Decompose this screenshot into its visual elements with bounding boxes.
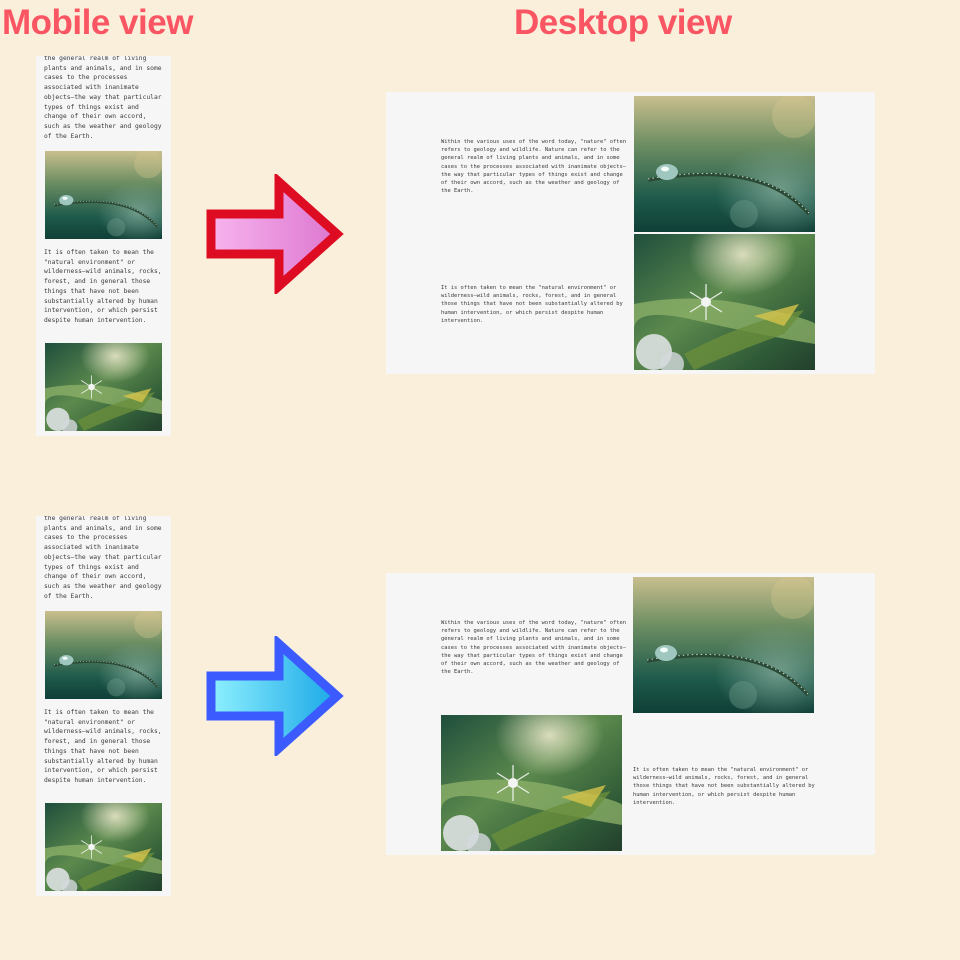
snowflake-image xyxy=(634,234,815,370)
dew-drop-image xyxy=(45,611,162,699)
heading-desktop-label: Desktop view xyxy=(514,3,732,42)
mobile-paragraph-2: It is often taken to mean the "natural e… xyxy=(44,709,162,784)
heading-mobile-label: Mobile view xyxy=(2,3,193,42)
snowflake-image xyxy=(45,803,162,891)
mobile-paragraph-1: the general realm of living plants and a… xyxy=(44,56,162,140)
desktop-panel-bottom: Within the various uses of the word toda… xyxy=(386,573,875,855)
desktop-paragraph-2: It is often taken to mean the "natural e… xyxy=(441,285,623,324)
heading-mobile: Mobile view xyxy=(2,2,193,44)
snowflake-image xyxy=(441,715,622,851)
snowflake-image xyxy=(45,343,162,431)
dew-drop-image xyxy=(45,151,162,239)
desktop-paragraph-2: It is often taken to mean the "natural e… xyxy=(633,767,815,806)
mobile-panel-top: the general realm of living plants and a… xyxy=(36,56,171,436)
desktop-panel-top: Within the various uses of the word toda… xyxy=(386,92,875,374)
mobile-paragraph-2: It is often taken to mean the "natural e… xyxy=(44,249,162,324)
desktop-paragraph-1: Within the various uses of the word toda… xyxy=(441,620,626,676)
right-arrow-icon-blue xyxy=(206,636,344,756)
heading-desktop: Desktop view xyxy=(514,2,732,44)
dew-drop-image xyxy=(634,96,815,232)
mobile-paragraph-1: the general realm of living plants and a… xyxy=(44,516,162,600)
dew-drop-image xyxy=(633,577,814,713)
mobile-panel-bottom: the general realm of living plants and a… xyxy=(36,516,171,896)
desktop-paragraph-1: Within the various uses of the word toda… xyxy=(441,139,626,195)
right-arrow-icon-red xyxy=(206,174,344,294)
